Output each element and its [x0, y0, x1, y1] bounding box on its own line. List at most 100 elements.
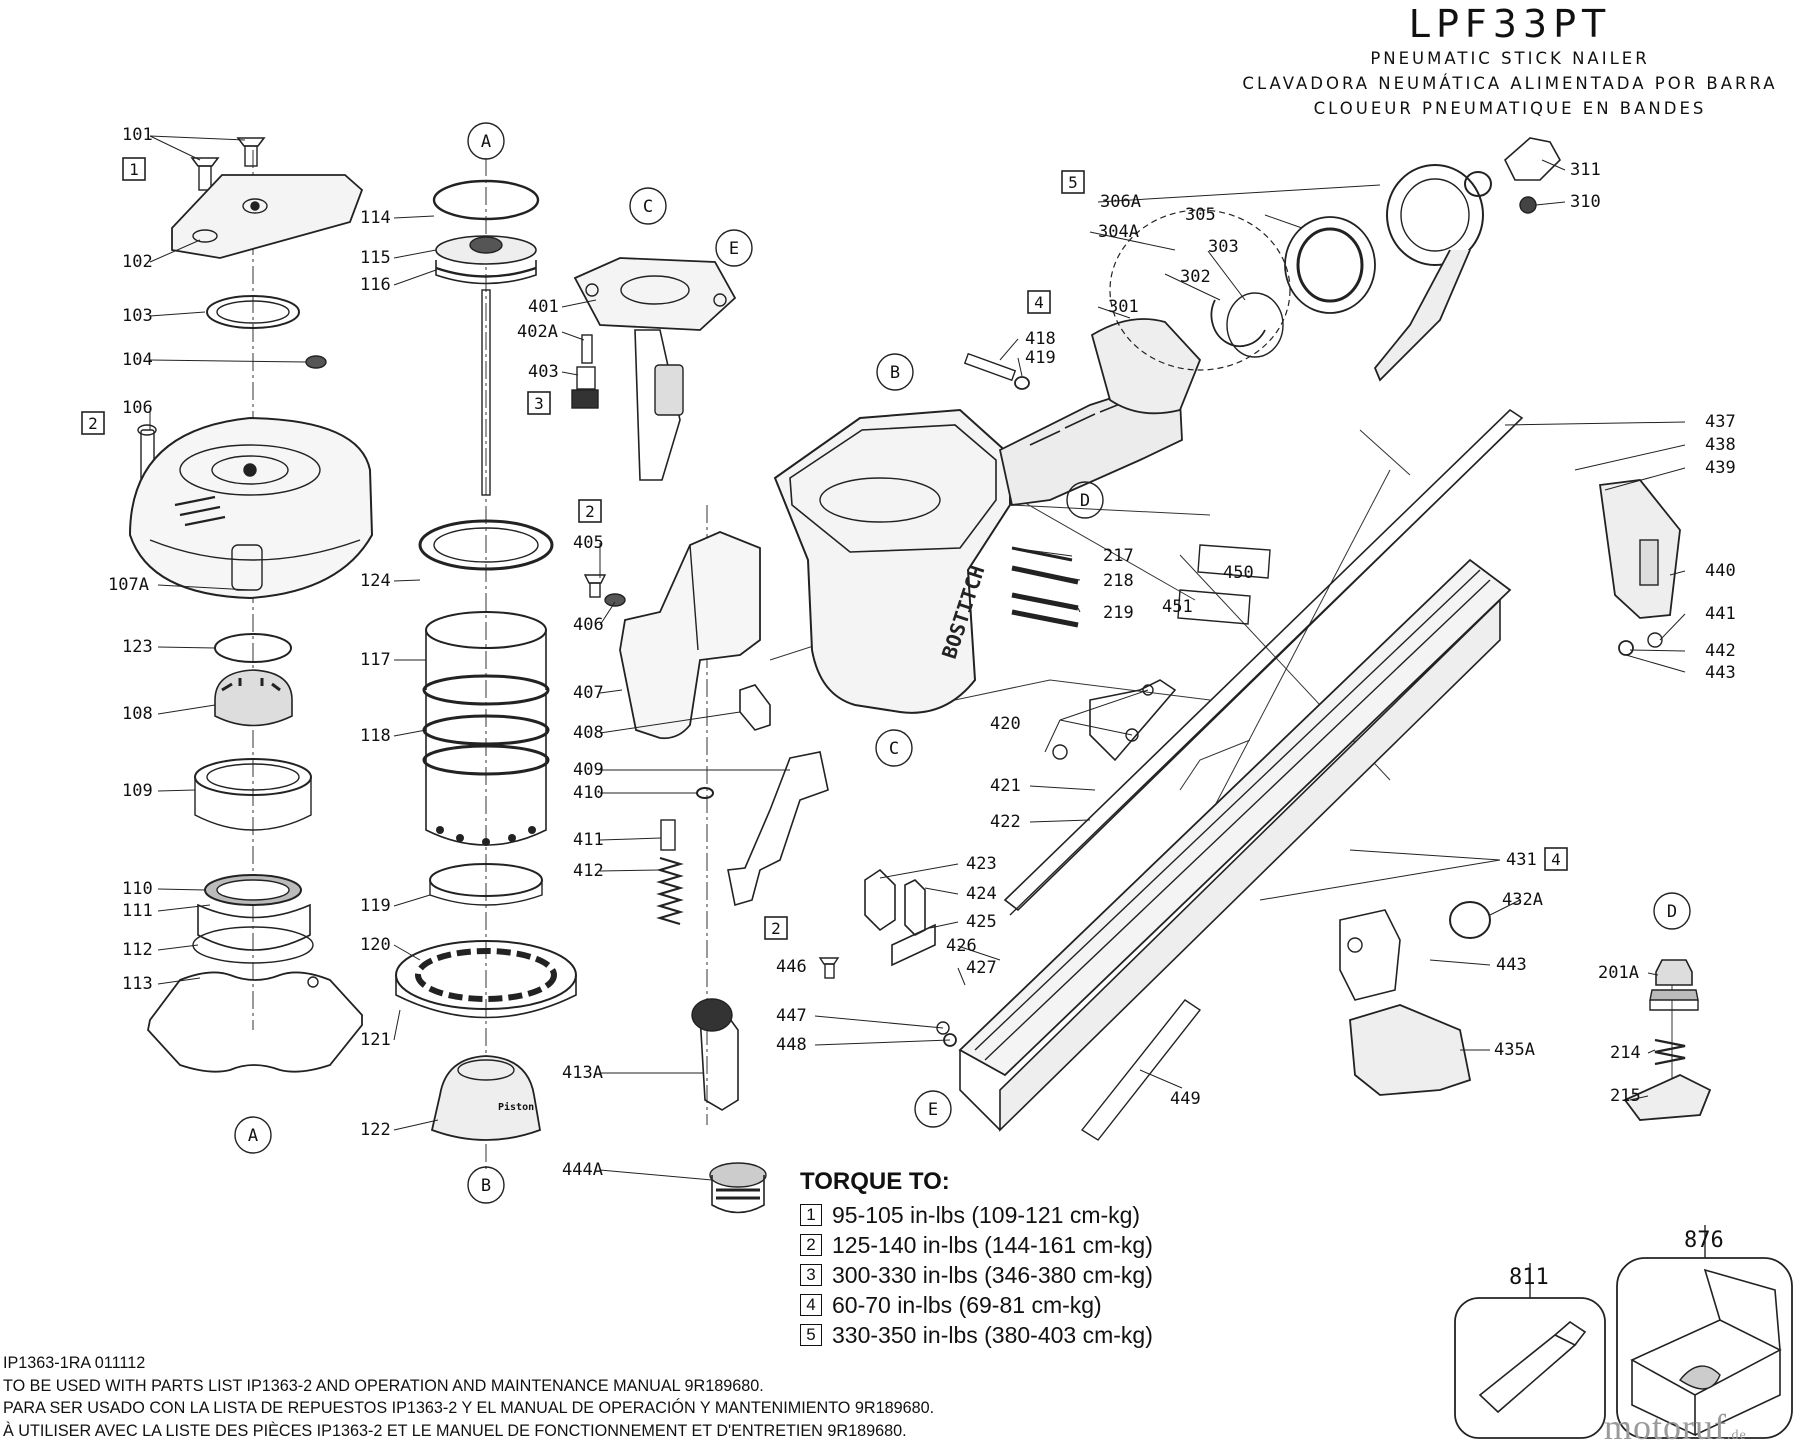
watermark-logo: motoruf.de	[1604, 1406, 1747, 1448]
callout-107a: 107A	[108, 575, 149, 595]
torque-box-2-latch: 2	[771, 919, 781, 938]
callout-447: 447	[776, 1006, 807, 1026]
callout-109: 109	[122, 781, 153, 801]
ref-letter-b-top: B	[890, 363, 900, 383]
callout-310: 310	[1570, 192, 1601, 212]
footer-note-french: À UTILISER AVEC LA LISTE DES PIÈCES IP13…	[3, 1421, 907, 1440]
nose-assembly	[1623, 959, 1712, 1121]
callout-418: 418	[1025, 329, 1056, 349]
callout-440: 440	[1705, 561, 1736, 581]
callout-114: 114	[360, 208, 391, 228]
frame-body: BOSTITCH	[773, 318, 1202, 714]
callout-303: 303	[1208, 237, 1239, 257]
callout-122: 122	[360, 1120, 391, 1140]
torque-row-3-num: 3	[800, 1264, 822, 1286]
torque-row-3: 3 300-330 in-lbs (346-380 cm-kg)	[800, 1260, 1220, 1290]
callout-102: 102	[122, 252, 153, 272]
callout-421: 421	[990, 776, 1021, 796]
callout-119: 119	[360, 896, 391, 916]
torque-box-3: 3	[534, 394, 544, 413]
torque-row-5: 5 330-350 in-lbs (380-403 cm-kg)	[800, 1320, 1220, 1350]
callout-811: 811	[1509, 1265, 1549, 1290]
torque-title: TORQUE TO:	[800, 1168, 950, 1195]
torque-row-1-num: 1	[800, 1204, 822, 1226]
endcap-assembly	[1109, 137, 1561, 382]
callout-451: 451	[1162, 597, 1193, 617]
callout-405: 405	[573, 533, 604, 553]
torque-box-2-trigger: 2	[585, 502, 595, 521]
callout-120: 120	[360, 935, 391, 955]
torque-row-4: 4 60-70 in-lbs (69-81 cm-kg)	[800, 1290, 1220, 1320]
torque-box-5: 5	[1068, 173, 1078, 192]
callout-104: 104	[122, 350, 153, 370]
callout-111: 111	[122, 901, 153, 921]
callout-305: 305	[1185, 205, 1216, 225]
torque-row-2-num: 2	[800, 1234, 822, 1256]
ref-letter-d-top: D	[1080, 491, 1090, 511]
reference-letters: A C E B D C E D A B	[248, 132, 1677, 1196]
callout-424: 424	[966, 884, 997, 904]
torque-row-5-num: 5	[800, 1324, 822, 1346]
cylinder-assembly	[395, 179, 577, 1141]
watermark-name: motoruf	[1604, 1407, 1727, 1447]
torque-row-4-text: 60-70 in-lbs (69-81 cm-kg)	[832, 1292, 1102, 1318]
callout-444a: 444A	[562, 1160, 603, 1180]
callout-443-bottom: 443	[1496, 955, 1527, 975]
torque-box-4-handle: 4	[1034, 293, 1044, 312]
callout-401: 401	[528, 297, 559, 317]
torque-box-4-magazine: 4	[1551, 850, 1561, 869]
callout-217: 217	[1103, 546, 1134, 566]
callout-410: 410	[573, 783, 604, 803]
callout-304a: 304A	[1098, 222, 1139, 242]
callout-110: 110	[122, 879, 153, 899]
torque-row-1-text: 95-105 in-lbs (109-121 cm-kg)	[832, 1202, 1141, 1228]
callout-121: 121	[360, 1030, 391, 1050]
ref-letter-c-bottom: C	[889, 739, 899, 759]
callout-214: 214	[1610, 1043, 1641, 1063]
ref-letter-e-bottom: E	[928, 1100, 938, 1120]
callout-116: 116	[360, 275, 391, 295]
callout-448: 448	[776, 1035, 807, 1055]
ref-letter-d-bottom: D	[1667, 902, 1677, 922]
cap-assembly	[128, 137, 374, 1073]
document-id: IP1363-1RA 011112	[3, 1354, 146, 1372]
callout-443-top: 443	[1705, 663, 1736, 683]
footer-notes: IP1363-1RA 011112 TO BE USED WITH PARTS …	[3, 1352, 1163, 1442]
callout-446: 446	[776, 957, 807, 977]
torque-row-4-num: 4	[800, 1294, 822, 1316]
callout-441: 441	[1705, 604, 1736, 624]
ref-letter-c-top: C	[643, 197, 653, 217]
callout-408: 408	[573, 723, 604, 743]
callout-411: 411	[573, 830, 604, 850]
callout-437: 437	[1705, 412, 1736, 432]
callout-438: 438	[1705, 435, 1736, 455]
torque-box-2-cap: 2	[88, 414, 98, 433]
callout-409: 409	[573, 760, 604, 780]
callout-442: 442	[1705, 641, 1736, 661]
callout-311: 311	[1570, 160, 1601, 180]
callout-450: 450	[1223, 563, 1254, 583]
callout-301: 301	[1108, 297, 1139, 317]
callout-115: 115	[360, 248, 391, 268]
callout-112: 112	[122, 940, 153, 960]
torque-boxes	[81, 157, 1568, 940]
callout-117: 117	[360, 650, 391, 670]
torque-row-3-text: 300-330 in-lbs (346-380 cm-kg)	[832, 1262, 1153, 1288]
torque-row-1: 1 95-105 in-lbs (109-121 cm-kg)	[800, 1200, 1220, 1230]
watermark-tld: .de	[1726, 1428, 1747, 1443]
callout-201a: 201A	[1598, 963, 1639, 983]
title-english: PNEUMATIC STICK NAILER	[1370, 49, 1650, 68]
callout-423: 423	[966, 854, 997, 874]
ref-letter-a-top: A	[481, 132, 491, 152]
kit-811-box	[1454, 1297, 1606, 1439]
trigger-assembly	[571, 257, 829, 1214]
callout-124: 124	[360, 571, 391, 591]
callout-427: 427	[966, 958, 997, 978]
callout-101: 101	[122, 125, 153, 145]
callout-419: 419	[1025, 348, 1056, 368]
callout-435a: 435A	[1494, 1040, 1535, 1060]
kit-boxes	[1454, 1225, 1793, 1439]
model-number: LPF33PT	[1408, 2, 1612, 46]
